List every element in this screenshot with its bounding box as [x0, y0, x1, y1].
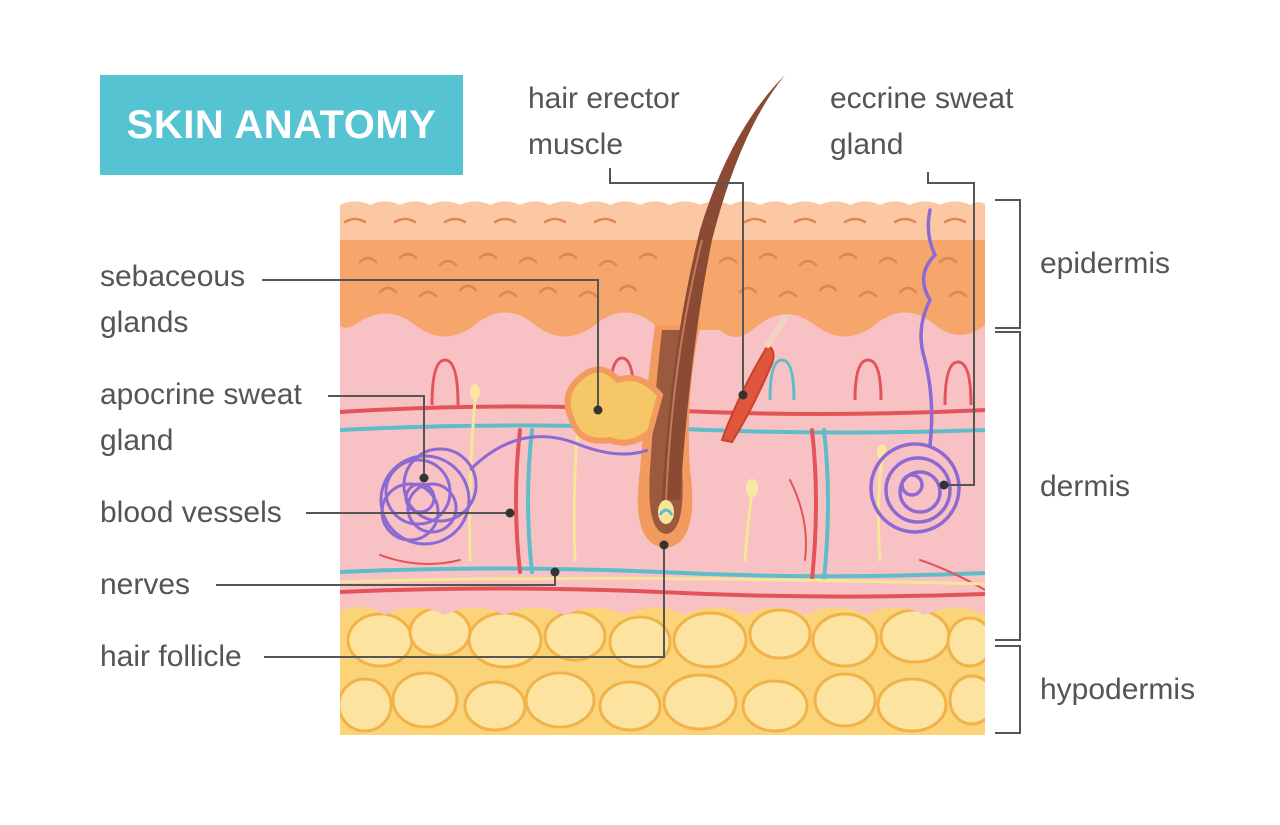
bracket-epidermis	[995, 199, 1021, 329]
skin-layers	[340, 201, 985, 735]
leader-lines	[216, 168, 975, 658]
papilla-vessel	[658, 508, 674, 516]
page-title: SKIN ANATOMY	[126, 102, 437, 147]
layer-brackets	[995, 199, 1021, 734]
label-line: muscle	[528, 128, 624, 161]
label-hair-follicle: hair follicle	[100, 640, 242, 673]
hair-papilla	[658, 500, 674, 524]
stratum-corneum	[340, 201, 985, 240]
leader-sebaceous	[262, 279, 599, 410]
fat-cells	[340, 606, 985, 733]
label-hair-erector-muscle: hair erector muscle	[528, 76, 680, 168]
label-hypodermis: hypodermis	[1040, 673, 1196, 706]
label-eccrine-sweat-gland: eccrine sweat gland	[830, 76, 1013, 168]
leader-eccrine	[927, 172, 975, 486]
label-apocrine-sweat-gland: apocrine sweat gland	[100, 372, 302, 464]
label-epidermis: epidermis	[1040, 247, 1171, 280]
label-line: eccrine sweat	[830, 82, 1014, 115]
label-nerves: nerves	[100, 568, 191, 601]
label-line: gland	[100, 424, 174, 457]
muscle-tendon	[765, 315, 788, 348]
hair-shaft	[662, 75, 785, 500]
hair-erector-muscle-shape	[720, 343, 775, 444]
bracket-hypodermis	[995, 645, 1021, 734]
leader-dots	[419, 390, 949, 577]
label-blood-vessels: blood vessels	[100, 496, 282, 529]
hair-highlight	[665, 239, 703, 501]
leader-apocrine	[328, 395, 425, 478]
nerve-fibers	[340, 398, 985, 586]
title-banner: SKIN ANATOMY	[100, 75, 463, 175]
leader-hair-follicle	[264, 545, 665, 658]
label-line: sebaceous	[100, 260, 246, 293]
epidermis-cell-marks	[343, 217, 968, 298]
label-sebaceous-glands: sebaceous glands	[100, 254, 245, 346]
label-line: apocrine sweat	[100, 378, 302, 411]
label-dermis: dermis	[1040, 470, 1131, 503]
bracket-dermis	[995, 331, 1021, 641]
label-line: gland	[830, 128, 904, 161]
leader-hair-erector	[609, 168, 744, 395]
label-line: glands	[100, 306, 189, 339]
sebaceous-gland-shape	[564, 366, 664, 446]
label-line: hair erector	[528, 82, 680, 115]
eccrine-gland	[869, 208, 961, 534]
